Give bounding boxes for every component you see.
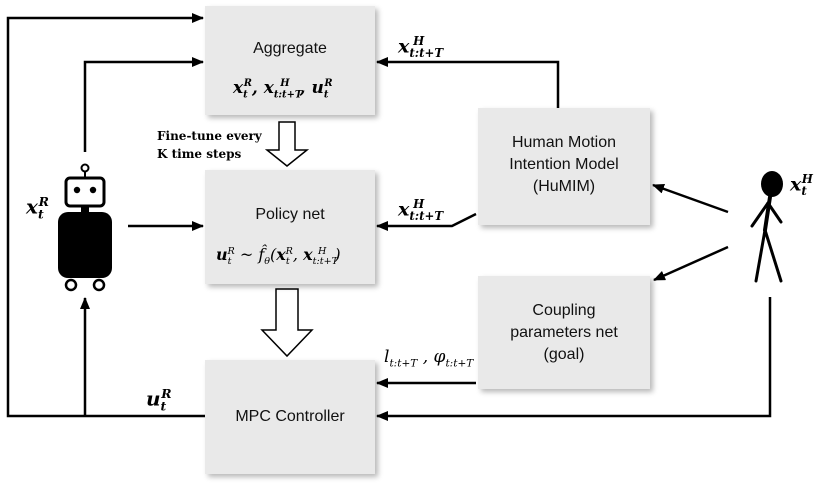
control-input-label: utR — [146, 386, 172, 414]
policy-to-mpc-block-arrow — [260, 288, 314, 358]
aggregate-box: Aggregate — [205, 6, 375, 115]
robot-state-label: xtR — [26, 194, 49, 222]
policy-net-box: Policy net — [205, 170, 375, 284]
policy-net-title: Policy net — [255, 206, 325, 223]
humim-label: Human Motion Intention Model (HuMIM) — [509, 134, 619, 195]
stick-figure-icon — [750, 171, 783, 283]
human-state-label: xtH — [790, 172, 813, 199]
human-to-coupling-line — [653, 245, 729, 282]
policy-equation-math: utR ~ f̂θ(xtR, xt:t+TH ) — [216, 245, 341, 268]
human-to-mpc-line — [376, 297, 772, 421]
coupling-params-label: lt:t+T , φt:t+T — [384, 347, 474, 370]
finetune-note: Fine-tune every K time steps — [157, 129, 262, 161]
coupling-net-box: Coupling parameters net (goal) — [478, 276, 650, 389]
mpc-controller-box: MPC Controller — [205, 360, 375, 474]
coupling-net-label: Coupling parameters net (goal) — [510, 302, 618, 363]
human-trajectory-label-policy: xt:t+TH — [398, 197, 444, 224]
mpc-controller-title: MPC Controller — [235, 408, 345, 425]
aggregate-title: Aggregate — [253, 40, 327, 57]
feedback-line-outer — [6, 13, 205, 418]
humim-box: Human Motion Intention Model (HuMIM) — [478, 108, 650, 225]
finetune-block-arrow — [264, 121, 310, 167]
human-to-humim-line — [652, 183, 729, 214]
humim-to-policy-line — [376, 212, 477, 231]
human-trajectory-label-top: xt:t+TH — [398, 34, 444, 61]
robot-state-line — [83, 57, 204, 152]
humim-to-aggregate-line — [376, 57, 560, 108]
aggregate-inputs-math: xtR, xt:t+TH , utR — [233, 78, 333, 101]
robot-icon — [58, 163, 112, 292]
